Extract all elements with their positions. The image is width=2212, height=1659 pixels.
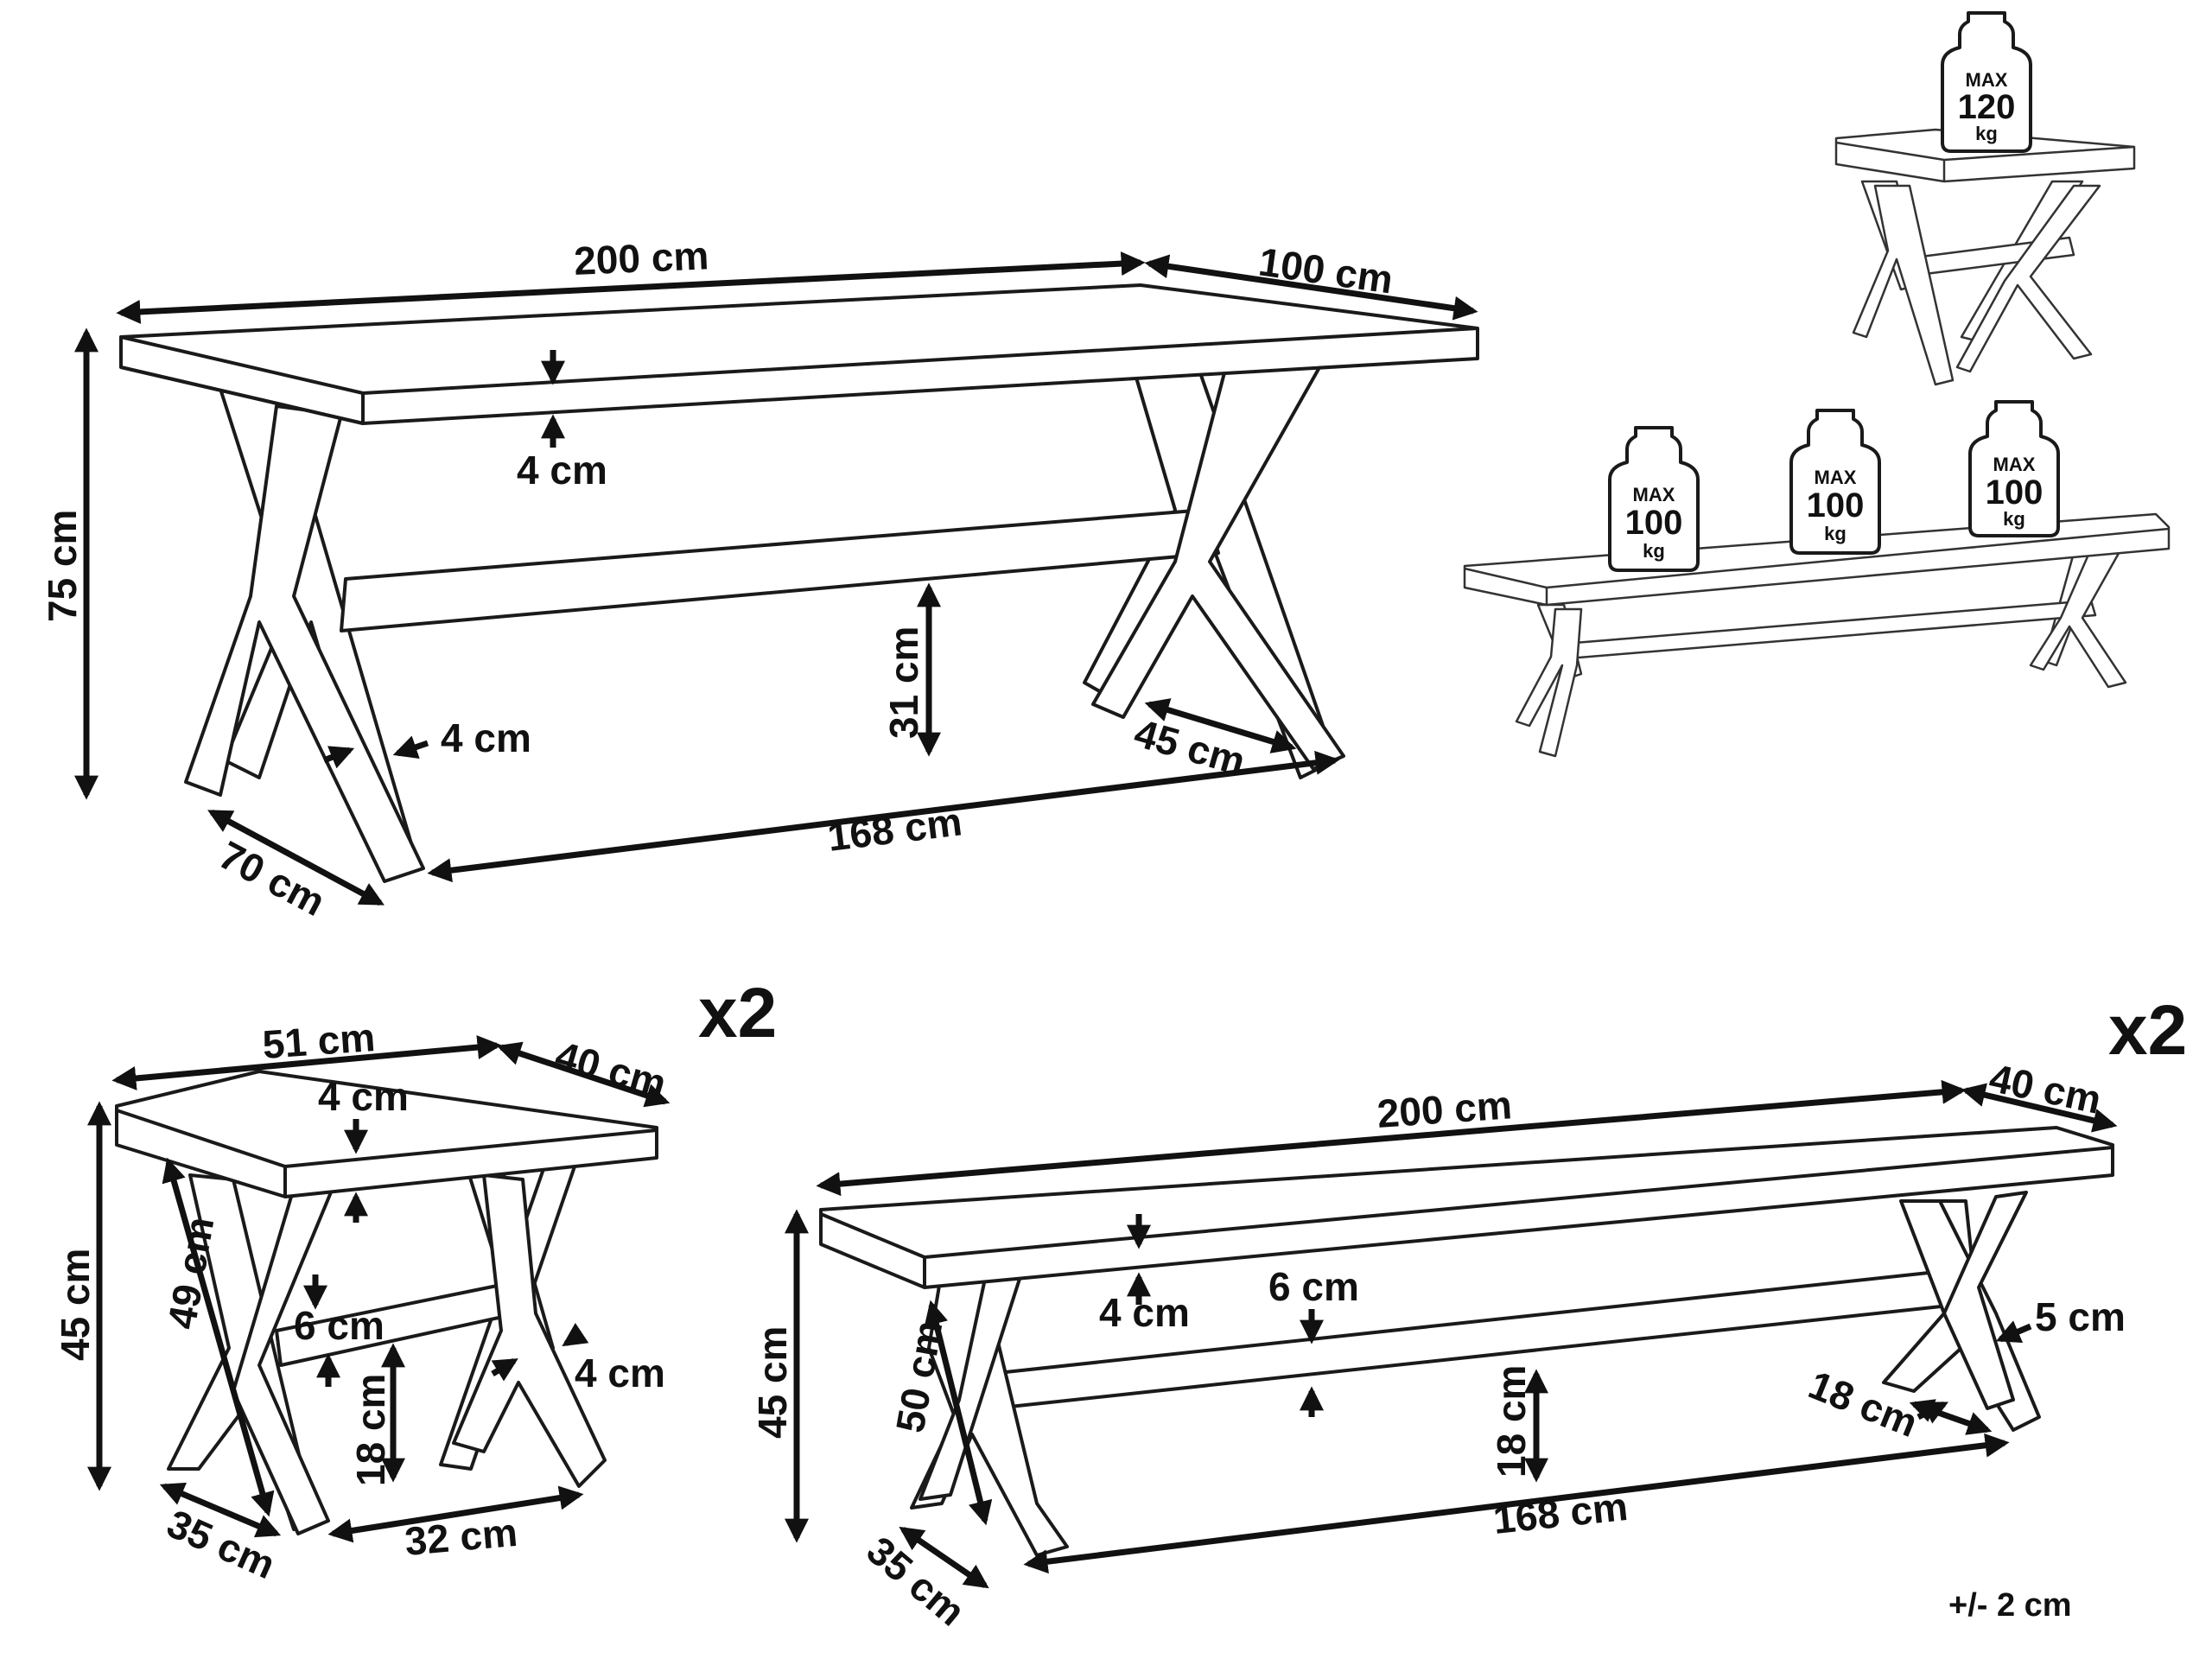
table-stretcher-height-label: 31 cm	[881, 626, 926, 739]
stool-load-drawing: MAX 120 kg	[1834, 11, 2136, 386]
stool-load-unit: kg	[1975, 123, 1998, 144]
weight-icon: MAX 120 kg	[1941, 11, 2032, 153]
stool-stretcher-label: 6 cm	[294, 1303, 385, 1348]
table-top-thickness-label: 4 cm	[517, 448, 607, 493]
stool-load-max: MAX	[1966, 69, 2008, 91]
dining-table-drawing	[119, 283, 1479, 883]
table-length-label: 200 cm	[573, 232, 709, 283]
bench-leg-depth-label: 35 cm	[859, 1528, 974, 1635]
stool-stretcher-height-label: 18 cm	[348, 1374, 393, 1486]
bench-leg-thickness-label: 5 cm	[2035, 1294, 2126, 1339]
bench-dimensions	[785, 1079, 2118, 1589]
bench-stretcher-label: 6 cm	[1268, 1264, 1359, 1309]
weight-icon: MAX 100 kg	[1968, 400, 2060, 537]
stool-labels: x2 51 cm 40 cm 45 cm 4 cm 49 cm 6 cm 18 …	[53, 974, 777, 1587]
weight-icon: MAX 100 kg	[1789, 409, 1881, 555]
bench-stretcher-height-label: 18 cm	[1489, 1365, 1534, 1478]
tolerance-note: +/- 2 cm	[1948, 1587, 2072, 1624]
bench-height-label: 45 cm	[750, 1326, 795, 1439]
table-inner-span-label: 168 cm	[825, 798, 964, 860]
bench-load-value-3: 100	[1986, 474, 2044, 512]
bench-load-unit-1: kg	[1643, 540, 1665, 562]
bench-load-max-2: MAX	[1815, 467, 1857, 488]
stool-multiplier: x2	[698, 974, 777, 1052]
bench-diagonal-label: 50 cm	[887, 1317, 951, 1435]
table-width-label: 100 cm	[1256, 238, 1396, 302]
table-leg-width-label: 45 cm	[1129, 710, 1250, 785]
stool-dimensions	[87, 1035, 671, 1543]
table-leg-thickness-label: 4 cm	[441, 715, 531, 760]
bench-load-max-1: MAX	[1633, 484, 1675, 505]
bench-load-unit-2: kg	[1824, 523, 1847, 544]
bench-load-unit-3: kg	[2003, 508, 2025, 530]
weight-icon: MAX 100 kg	[1608, 426, 1700, 572]
table-height-label: 75 cm	[40, 510, 85, 622]
bench-load-value-1: 100	[1625, 504, 1683, 542]
stool-leg-thickness-label: 4 cm	[575, 1351, 665, 1395]
bench-load-max-3: MAX	[1993, 454, 2036, 475]
stool-height-label: 45 cm	[53, 1249, 98, 1361]
stool-inner-span-label: 32 cm	[403, 1510, 518, 1564]
bench-top-thickness-label: 4 cm	[1099, 1290, 1190, 1335]
bench-multiplier: x2	[2108, 991, 2187, 1070]
stool-length-label: 51 cm	[261, 1014, 377, 1067]
stool-top-thickness-label: 4 cm	[318, 1074, 409, 1119]
table-dimensions	[74, 251, 1478, 906]
bench-inner-span-label: 168 cm	[1491, 1484, 1630, 1542]
bench-drawing	[819, 1126, 2114, 1557]
bench-load-drawing: MAX 100 kg MAX 100 kg MAX 100 kg	[1463, 400, 2171, 758]
stool-load-value: 120	[1958, 88, 2016, 126]
stool-width-label: 40 cm	[550, 1033, 671, 1107]
bench-length-label: 200 cm	[1376, 1082, 1513, 1136]
bench-load-value-2: 100	[1807, 486, 1865, 524]
